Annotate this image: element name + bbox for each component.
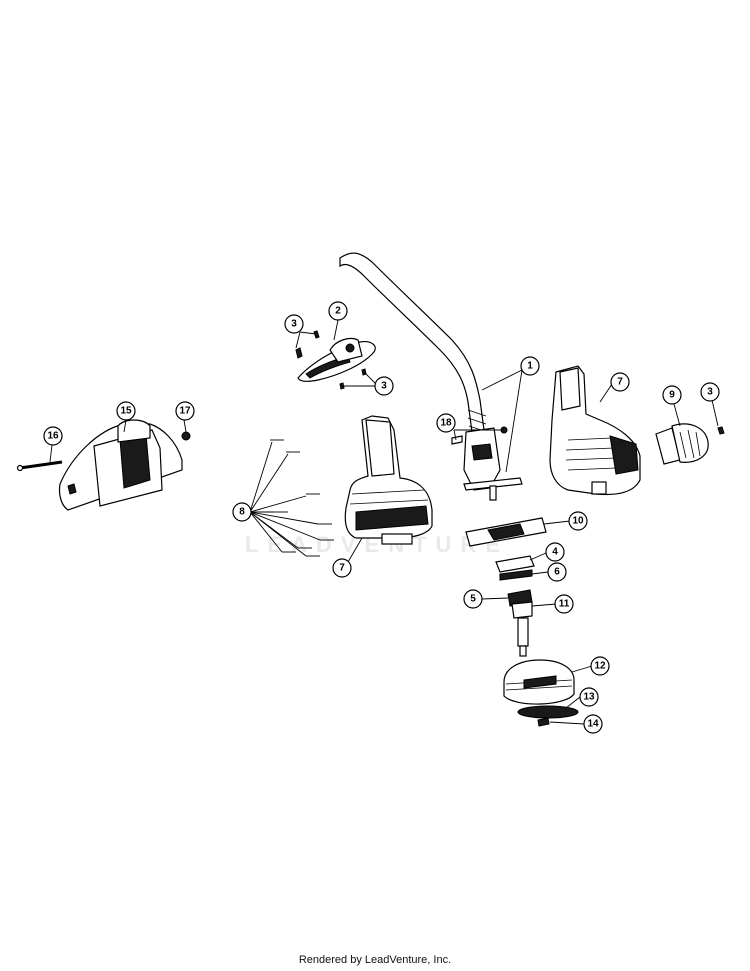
callout-2: 2 <box>328 301 348 321</box>
part-nut <box>181 431 191 441</box>
callout-10: 10 <box>568 511 588 531</box>
svg-text:3: 3 <box>707 387 713 398</box>
svg-text:7: 7 <box>617 377 623 388</box>
leader-lines <box>49 319 719 725</box>
svg-text:13: 13 <box>583 692 595 703</box>
part-guard <box>58 419 183 511</box>
svg-text:4: 4 <box>552 547 558 558</box>
svg-text:3: 3 <box>291 319 297 330</box>
callout-14: 14 <box>583 714 603 734</box>
part-14 <box>537 717 550 727</box>
callout-16: 16 <box>43 426 63 446</box>
part-plate <box>465 517 547 547</box>
svg-text:15: 15 <box>120 406 132 417</box>
part-shaft <box>339 252 523 501</box>
part-switch-trigger <box>297 337 376 382</box>
svg-text:7: 7 <box>339 563 345 574</box>
callout-18: 18 <box>436 413 456 433</box>
part-pin <box>16 460 63 472</box>
svg-text:10: 10 <box>572 516 584 527</box>
callout-3b: 3 <box>374 376 394 396</box>
callout-8: 8 <box>232 502 252 522</box>
callout-17: 17 <box>175 401 195 421</box>
svg-text:9: 9 <box>669 390 675 401</box>
footer-credit: Rendered by LeadVenture, Inc. <box>298 954 452 966</box>
callout-3c: 3 <box>700 382 720 402</box>
svg-text:5: 5 <box>470 594 476 605</box>
callout-4: 4 <box>545 542 565 562</box>
callout-12: 12 <box>590 656 610 676</box>
callout-7b: 7 <box>332 558 352 578</box>
part-spool-shaft <box>511 601 533 657</box>
part-screws-8 <box>270 439 334 557</box>
callout-13: 13 <box>579 687 599 707</box>
callout-1: 1 <box>520 356 540 376</box>
svg-text:1: 1 <box>527 361 533 372</box>
svg-text:18: 18 <box>440 418 452 429</box>
callout-15: 15 <box>116 401 136 421</box>
part-end-cap <box>655 423 709 465</box>
part-spool-head <box>503 659 575 705</box>
svg-text:17: 17 <box>179 406 191 417</box>
callout-7a: 7 <box>610 372 630 392</box>
part-6 <box>499 569 533 581</box>
svg-text:12: 12 <box>594 661 606 672</box>
part-motor-housing-left <box>344 415 433 545</box>
callout-6: 6 <box>547 562 567 582</box>
part-4 <box>495 555 535 573</box>
svg-text:3: 3 <box>381 381 387 392</box>
callout-3a: 3 <box>284 314 304 334</box>
callout-9: 9 <box>662 385 682 405</box>
svg-text:16: 16 <box>47 431 59 442</box>
callout-11: 11 <box>554 594 574 614</box>
svg-text:14: 14 <box>587 719 599 730</box>
part-screws-18 <box>451 426 508 445</box>
svg-text:8: 8 <box>239 507 245 518</box>
part-motor-housing-right <box>549 365 641 496</box>
callout-5: 5 <box>463 589 483 609</box>
svg-text:6: 6 <box>554 567 560 578</box>
part-screws-3 <box>295 330 725 435</box>
svg-text:11: 11 <box>559 599 570 610</box>
part-spool-cap <box>517 705 579 719</box>
svg-text:2: 2 <box>335 306 341 317</box>
